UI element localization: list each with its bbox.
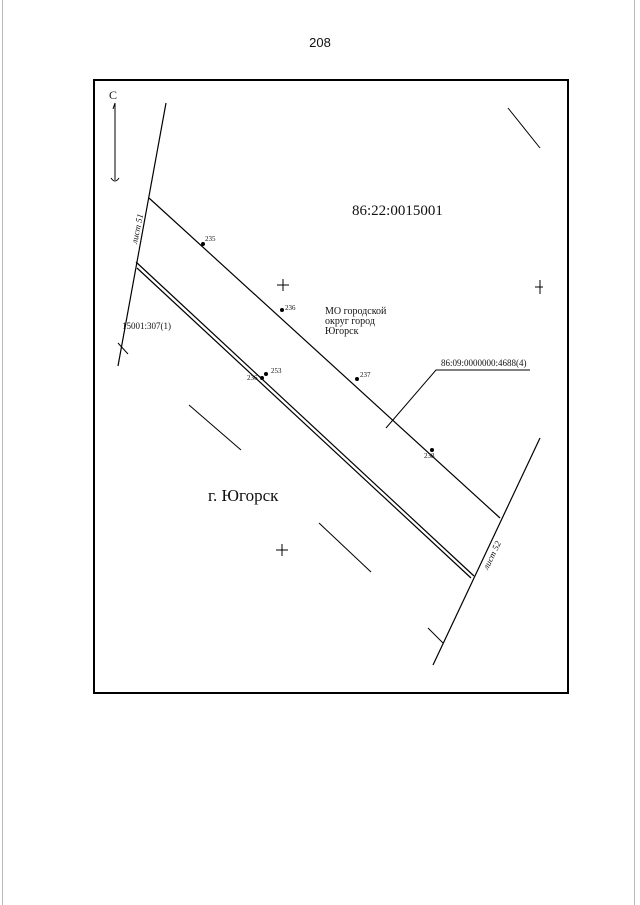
point-label: 236: [285, 304, 296, 312]
page-edge-left: [2, 0, 3, 905]
boundary-point-236: [280, 308, 284, 312]
point-label: 235: [205, 235, 216, 243]
plot-label-leader: [385, 369, 530, 429]
page-edge-right: [634, 0, 635, 905]
grid-cross-icon: [277, 279, 289, 291]
boundary-point-253: [264, 372, 268, 376]
sheet-boundary-right: [432, 437, 541, 666]
boundary-point-237: [355, 377, 359, 381]
plot-label: 86:09:0000000:4688(4): [441, 358, 527, 368]
municipality-label-line-2: округ город: [325, 316, 375, 327]
sheet-label-right: лист 52: [480, 539, 503, 572]
boundary-point-238: [430, 448, 434, 452]
point-label: 237: [360, 371, 371, 379]
point-label: 238: [424, 452, 435, 460]
sheet-boundary-left: [117, 102, 167, 367]
map-frame: [93, 79, 569, 694]
point-label: 253: [271, 367, 282, 375]
cadastral-block-label: 86:22:0015001: [352, 203, 443, 219]
municipality-label-line-1: МО городской: [325, 306, 387, 317]
grid-cross-icon: [535, 280, 543, 294]
boundary-point-236b: [260, 376, 264, 380]
page-number: 208: [309, 35, 331, 50]
plot-boundary-lower-inner: [136, 267, 472, 579]
city-label: г. Югорск: [208, 486, 279, 505]
boundary-point-235: [201, 242, 205, 246]
north-arrow-icon: [110, 102, 120, 182]
plot-boundary-lower: [135, 261, 475, 577]
neighbor-plot-label: 15001:307(1): [122, 321, 171, 331]
hatch-line: [507, 107, 541, 149]
hatch-line: [188, 404, 242, 451]
municipality-label-line-3: Югорск: [325, 326, 359, 337]
point-label: 236: [247, 374, 258, 382]
grid-cross-icon: [276, 544, 288, 556]
plot-boundary-upper: [148, 197, 501, 519]
north-label: С: [109, 88, 117, 102]
hatch-line: [318, 522, 372, 573]
